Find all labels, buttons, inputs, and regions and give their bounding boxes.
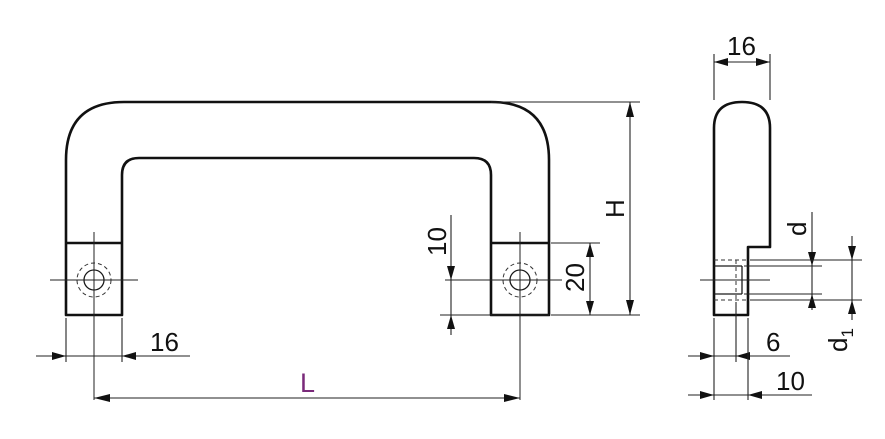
dim-side-width: 16 — [713, 31, 771, 100]
left-mounting-hole — [50, 232, 138, 400]
right-mounting-hole — [445, 232, 562, 400]
dim-length-label: L — [300, 368, 315, 398]
front-view-handle — [64, 100, 551, 317]
dim-6: 6 — [688, 302, 790, 400]
dim-d: d — [744, 212, 822, 310]
dim-height: H — [491, 101, 640, 316]
dim-d1: d1 — [750, 236, 862, 352]
dim-10-side: 10 — [688, 318, 812, 400]
dim-foot-height: 20 — [551, 242, 600, 316]
dim-d1-label: d1 — [823, 328, 857, 352]
dim-d1-main: d — [823, 338, 853, 352]
dim-d1-subscript: 1 — [838, 328, 857, 337]
dim-height-label: H — [600, 199, 630, 218]
dim-foot-height-label: 20 — [560, 263, 590, 292]
side-view-outline — [712, 100, 772, 317]
dim-side-width-label: 16 — [727, 31, 756, 61]
dim-hole-offset: 10 — [422, 215, 549, 335]
side-view-handle — [700, 100, 772, 317]
dim-leg-width: 16 — [36, 318, 190, 362]
handle-outer-contour — [64, 100, 551, 317]
dim-length: L — [94, 368, 520, 402]
dim-leg-width-label: 16 — [150, 327, 179, 357]
dim-10-side-label: 10 — [776, 366, 805, 396]
dim-d-label: d — [782, 222, 812, 236]
dim-6-label: 6 — [766, 327, 780, 357]
dim-hole-offset-label: 10 — [422, 227, 452, 256]
